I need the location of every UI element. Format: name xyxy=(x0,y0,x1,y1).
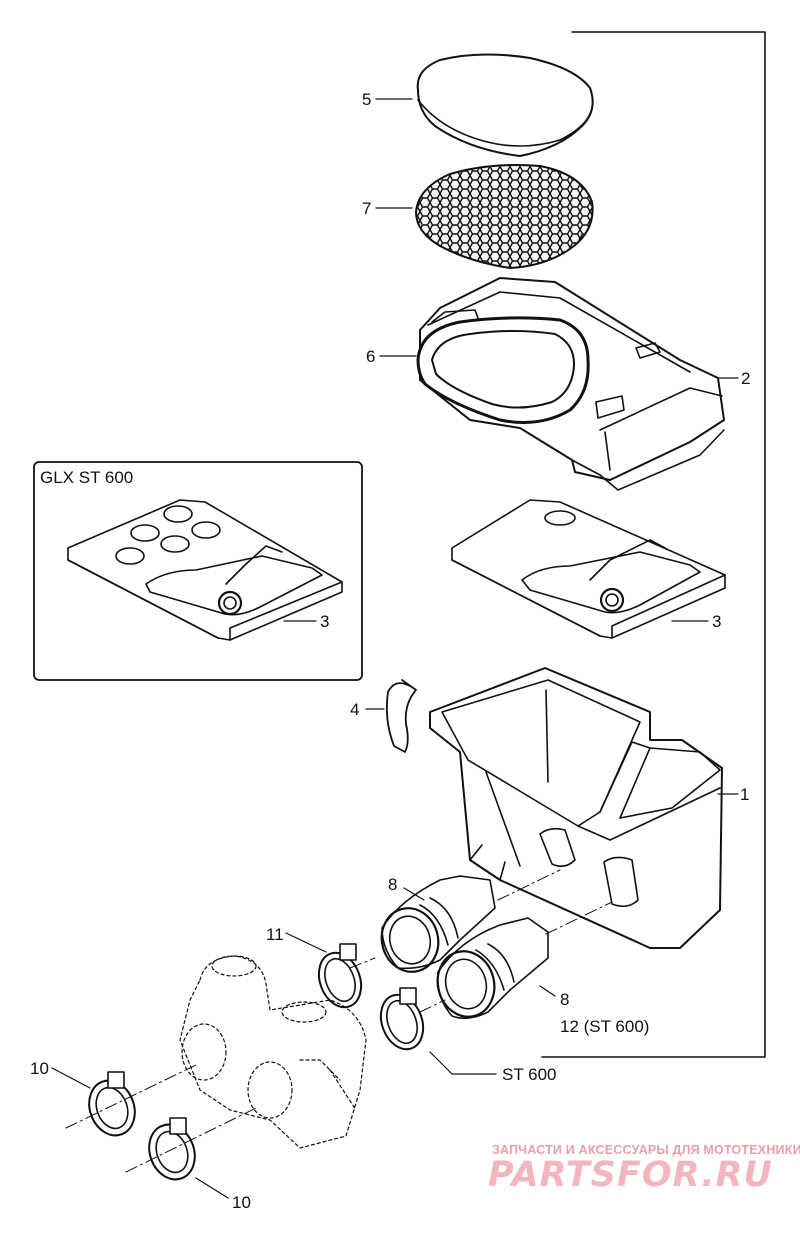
callout-7: 7 xyxy=(362,199,371,218)
hose-clamp-st600 xyxy=(379,987,425,1051)
air-box-cover xyxy=(416,277,725,491)
callout-10-lower: 10 xyxy=(232,1193,251,1212)
callout-3: 3 xyxy=(712,612,721,631)
callout-12: 12 (ST 600) xyxy=(560,1017,649,1036)
filter-grid xyxy=(415,164,594,269)
carburetors-reference xyxy=(179,955,367,1149)
inset-title: GLX ST 600 xyxy=(40,468,133,487)
air-filter-foam xyxy=(416,53,594,157)
intake-hose-upper xyxy=(380,875,496,973)
callout-4: 4 xyxy=(350,700,359,719)
callout-2: 2 xyxy=(741,369,750,388)
callout-8-upper: 8 xyxy=(388,875,397,894)
assembly-bracket xyxy=(541,31,766,1058)
callout-6: 6 xyxy=(366,347,375,366)
air-box xyxy=(429,667,723,949)
callout-8-lower: 8 xyxy=(560,990,569,1009)
hose-clamp-10-lower xyxy=(148,1117,196,1181)
hose-clamp-11 xyxy=(317,943,363,1009)
callout-3-inset: 3 xyxy=(320,612,329,631)
callout-5: 5 xyxy=(362,90,371,109)
hose-clamp-10-upper xyxy=(88,1071,136,1137)
retaining-clip xyxy=(385,679,417,753)
callout-1: 1 xyxy=(740,785,749,804)
air-box-plate-right xyxy=(451,499,726,639)
watermark-logo: PARTSFOR.RU xyxy=(488,1155,773,1195)
callout-10-upper: 10 xyxy=(30,1059,49,1078)
callout-11: 11 xyxy=(266,925,284,944)
air-box-plate-glx xyxy=(67,499,343,641)
assembly-axes xyxy=(65,869,613,1173)
watermark-subtitle: ЗАПЧАСТИ И АКСЕССУАРЫ ДЛЯ МОТОТЕХНИКИ xyxy=(492,1143,800,1157)
leader-lines xyxy=(51,98,739,1199)
callout-st600: ST 600 xyxy=(502,1065,557,1084)
glx-inset-frame xyxy=(33,461,363,681)
